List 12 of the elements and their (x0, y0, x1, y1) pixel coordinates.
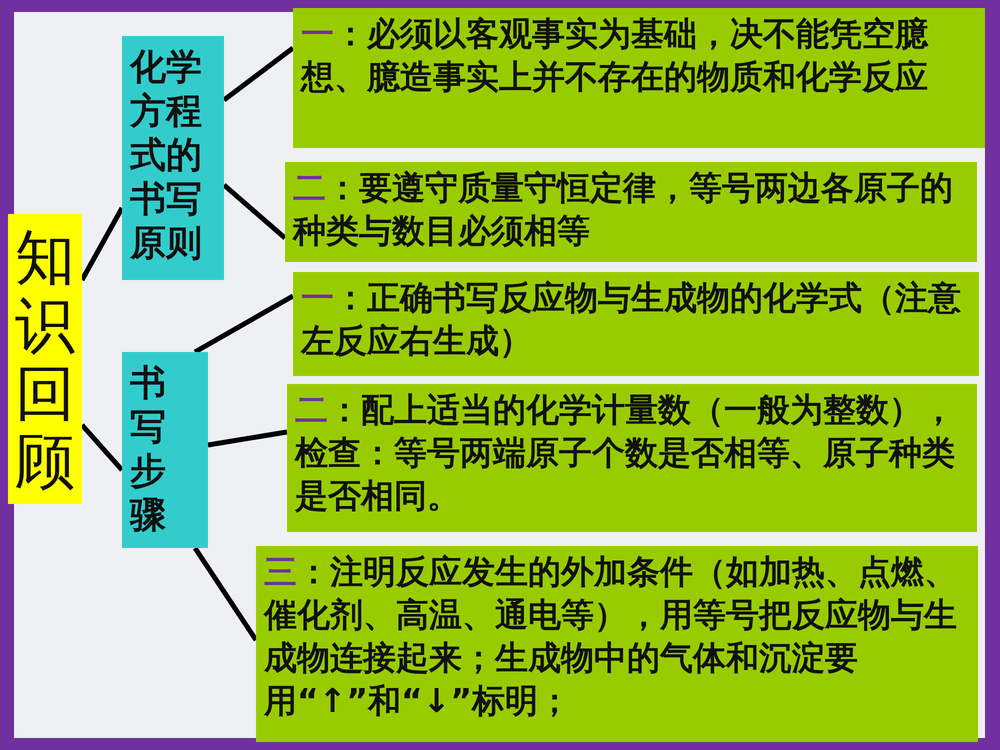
step-box: 三：注明反应发生的外加条件（如加热、点燃、催化剂、高温、通电等），用等号把反应物与生成物连接起来；生成物中的气体和沉淀要用“↑”和“↓”标明； (256, 546, 978, 742)
category-box: 书写步骤 (122, 352, 208, 548)
connector-line (80, 423, 124, 472)
connector-line (222, 46, 294, 102)
title-box: 知识回顾 (8, 214, 82, 504)
connector-line (194, 294, 294, 354)
step-box: 二：配上适当的化学计量数（一般为整数），检查：等号两端原子个数是否相等、原子种类是否相同。 (287, 384, 977, 532)
step-box: 一：正确书写反应物与生成物的化学式（注意左反应右生成） (293, 272, 979, 376)
connector-line (192, 546, 258, 642)
connector-line (208, 430, 288, 448)
category-box: 化学方程式的书写原则 (122, 36, 224, 280)
connector-line (222, 183, 287, 240)
